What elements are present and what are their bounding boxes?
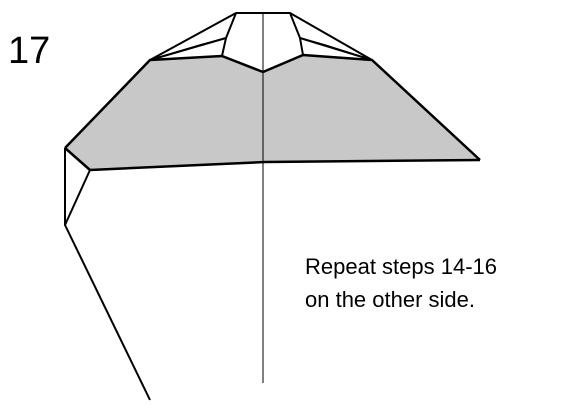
shaded-body: [65, 55, 480, 170]
step-number: 17: [8, 32, 50, 70]
left-long-edge: [65, 225, 150, 400]
instruction-line-2: on the other side.: [305, 283, 555, 316]
instruction-line-1: Repeat steps 14-16: [305, 250, 555, 283]
instruction-text: Repeat steps 14-16 on the other side.: [305, 250, 555, 316]
